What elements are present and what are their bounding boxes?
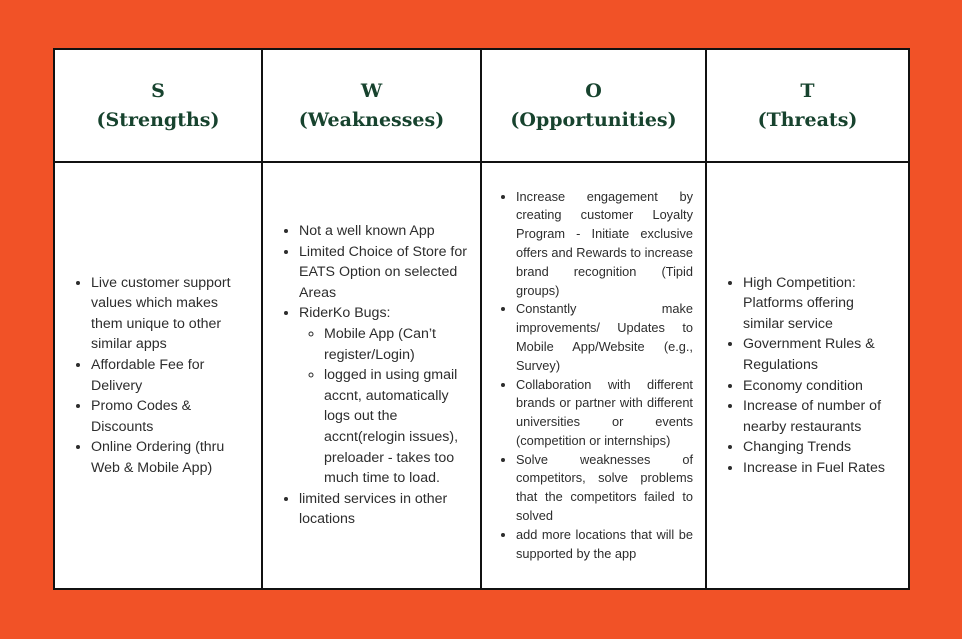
list-item: Changing Trends bbox=[743, 437, 898, 458]
weaknesses-cell: Not a well known App Limited Choice of S… bbox=[261, 161, 482, 590]
opportunities-list: Increase engagement by creating customer… bbox=[482, 188, 705, 564]
list-item: limited services in other locations bbox=[299, 489, 470, 530]
sub-list-item: Mobile App (Can’t register/Login) bbox=[324, 324, 470, 365]
threats-cell: High Competition: Platforms offering sim… bbox=[705, 161, 910, 590]
list-item: Government Rules & Regulations bbox=[743, 334, 898, 375]
header-letter-w: W bbox=[360, 79, 383, 102]
header-strengths: S (Strengths) bbox=[53, 48, 263, 163]
list-item: Collaboration with different brands or p… bbox=[516, 376, 693, 451]
opportunities-cell: Increase engagement by creating customer… bbox=[480, 161, 707, 590]
weaknesses-list: Not a well known App Limited Choice of S… bbox=[263, 221, 480, 530]
header-letter-t: T bbox=[800, 79, 815, 102]
bugs-sublist: Mobile App (Can’t register/Login) logged… bbox=[299, 324, 470, 489]
list-item: Online Ordering (thru Web & Mobile App) bbox=[91, 437, 251, 478]
list-item: Not a well known App bbox=[299, 221, 470, 242]
bugs-label: RiderKo Bugs: bbox=[299, 305, 391, 322]
header-row: S (Strengths) W (Weaknesses) O (Opportun… bbox=[53, 48, 910, 163]
list-item: add more locations that will be supporte… bbox=[516, 526, 693, 564]
header-label-threats: (Threats) bbox=[757, 108, 858, 131]
list-item: Limited Choice of Store for EATS Option … bbox=[299, 242, 470, 304]
list-item: Constantly make improvements/ Updates to… bbox=[516, 300, 693, 375]
list-item: Increase engagement by creating customer… bbox=[516, 188, 693, 301]
header-weaknesses: W (Weaknesses) bbox=[261, 48, 482, 163]
list-item-bugs: RiderKo Bugs: Mobile App (Can’t register… bbox=[299, 303, 470, 488]
swot-table: S (Strengths) W (Weaknesses) O (Opportun… bbox=[53, 48, 910, 590]
list-item: Live customer support values which makes… bbox=[91, 273, 251, 355]
header-label-opportunities: (Opportunities) bbox=[510, 108, 677, 131]
list-item: Affordable Fee for Delivery bbox=[91, 355, 251, 396]
header-opportunities: O (Opportunities) bbox=[480, 48, 707, 163]
sub-list-item: logged in using gmail accnt, automatical… bbox=[324, 365, 470, 489]
list-item: Increase of number of nearby restaurants bbox=[743, 396, 898, 437]
list-item: High Competition: Platforms offering sim… bbox=[743, 273, 898, 335]
strengths-cell: Live customer support values which makes… bbox=[53, 161, 263, 590]
threats-list: High Competition: Platforms offering sim… bbox=[707, 273, 908, 479]
list-item: Increase in Fuel Rates bbox=[743, 458, 898, 479]
strengths-list: Live customer support values which makes… bbox=[55, 273, 261, 479]
header-threats: T (Threats) bbox=[705, 48, 910, 163]
header-letter-s: S bbox=[151, 79, 165, 102]
header-letter-o: O bbox=[585, 79, 602, 102]
header-label-weaknesses: (Weaknesses) bbox=[298, 108, 445, 131]
body-row: Live customer support values which makes… bbox=[53, 161, 910, 590]
header-label-strengths: (Strengths) bbox=[96, 108, 220, 131]
list-item: Economy condition bbox=[743, 376, 898, 397]
list-item: Promo Codes & Discounts bbox=[91, 396, 251, 437]
list-item: Solve weaknesses of competitors, solve p… bbox=[516, 451, 693, 526]
